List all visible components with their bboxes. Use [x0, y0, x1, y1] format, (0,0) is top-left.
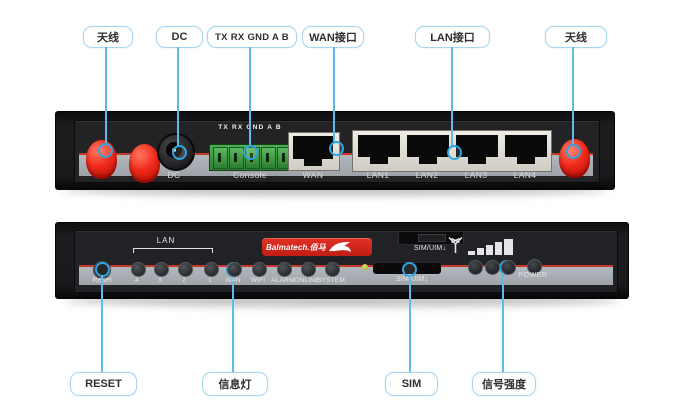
signal-bar-5	[504, 239, 513, 255]
console-pin-slot-4	[282, 153, 285, 162]
lan-port-opening-3	[505, 135, 547, 157]
lan-port-notch-2	[468, 157, 486, 164]
status-led-system	[324, 261, 340, 277]
signal-bar-2	[477, 248, 484, 255]
dc-port-label: DC	[167, 170, 181, 180]
power-label: POWER	[518, 272, 548, 279]
console-pin-1	[229, 147, 244, 169]
brand-logo-text: Balmatech.佰马	[266, 242, 326, 252]
console-pin-slot-3	[266, 153, 269, 162]
lan-port-opening-0	[358, 135, 400, 157]
callout-line-top-2	[249, 47, 251, 146]
brand-logo: Balmatech.佰马	[262, 238, 372, 256]
status-led-1	[203, 261, 219, 277]
status-led-4	[130, 261, 146, 277]
status-led-label-2: 2	[182, 277, 186, 284]
lan-port-notch-0	[370, 157, 388, 164]
status-led-label-online: ONLINE	[294, 277, 320, 284]
status-led-label-wan: WAN	[225, 277, 241, 284]
callout-circle-top-2	[243, 145, 258, 160]
callout-line-top-1	[177, 47, 179, 146]
callout-label-bottom-2: SIM	[385, 372, 438, 396]
sim-slot-top-tray	[418, 234, 446, 242]
console-pin-slot-0	[218, 153, 221, 162]
status-led-label-system: SYSTEM	[317, 277, 345, 284]
lan-port-label-3: LAN4	[513, 170, 537, 180]
callout-circle-top-4	[447, 145, 462, 160]
wan-port-notch	[304, 159, 322, 166]
callout-label-bottom-0: RESET	[70, 372, 137, 396]
status-led-online	[300, 261, 316, 277]
lan-port-label-1: LAN2	[415, 170, 439, 180]
sim-slot-bottom-label: SIM/UIM↓	[395, 276, 429, 283]
callout-line-bottom-1	[232, 275, 234, 372]
power-led	[527, 259, 542, 274]
lan-group-bracket	[133, 248, 213, 253]
status-led-2	[177, 261, 193, 277]
antenna-symbol-icon	[448, 236, 463, 253]
wan-port-label: WAN	[302, 170, 324, 180]
callout-label-top-3: WAN接口	[302, 26, 364, 48]
callout-line-top-4	[451, 47, 453, 146]
status-led-label-wifi: WIFI	[250, 277, 266, 284]
callout-line-bottom-3	[502, 273, 504, 372]
callout-circle-top-0	[98, 143, 113, 158]
status-led-label-3: 3	[158, 277, 162, 284]
router-front-panel	[55, 222, 629, 299]
horse-swoosh-icon	[328, 242, 351, 252]
lan-port-label-0: LAN1	[366, 170, 390, 180]
callout-label-top-4: LAN接口	[415, 26, 490, 48]
callout-label-bottom-3: 信号强度	[472, 372, 536, 396]
antenna-connector-left-2	[129, 144, 160, 183]
console-pin-3	[261, 147, 276, 169]
lan-port-notch-3	[517, 157, 535, 164]
console-port-label: Console	[233, 170, 267, 180]
lan-port-notch-1	[419, 157, 437, 164]
callout-label-top-2: TX RX GND A B	[207, 26, 297, 48]
status-led-label-1: 1	[208, 277, 212, 284]
signal-bar-4	[495, 242, 502, 255]
callout-circle-top-5	[566, 144, 581, 159]
lan-port-label-2: LAN3	[464, 170, 488, 180]
wan-port	[288, 132, 340, 171]
callout-circle-top-1	[172, 145, 187, 160]
status-led-3	[153, 261, 169, 277]
signal-bar-3	[486, 245, 493, 255]
front-panel-red-line	[79, 265, 613, 267]
signal-strength-led-2	[484, 259, 500, 275]
wan-port-opening	[293, 136, 333, 159]
lan-group-label: LAN	[156, 236, 176, 245]
status-led-alarm	[276, 261, 292, 277]
status-led-label-4: 4	[135, 277, 139, 284]
callout-label-top-1: DC	[156, 26, 203, 48]
sim-slot-top-label: SIM/UIM↓	[413, 245, 447, 252]
console-pin-0	[213, 147, 228, 169]
callout-line-top-0	[105, 47, 107, 144]
lan-port-opening-1	[407, 135, 449, 157]
callout-label-top-0: 天线	[83, 26, 133, 48]
signal-bar-1	[468, 251, 475, 255]
status-led-label-alarm: ALARM	[271, 277, 295, 284]
callout-line-bottom-0	[101, 275, 103, 372]
signal-strength-led-3	[500, 259, 516, 275]
callout-label-top-5: 天线	[545, 26, 607, 48]
callout-line-top-3	[333, 47, 335, 142]
yellow-indicator-dot	[362, 264, 368, 270]
console-pin-slot-1	[234, 153, 237, 162]
signal-strength-led-1	[467, 259, 483, 275]
callout-circle-top-3	[329, 141, 344, 156]
callout-label-bottom-1: 信息灯	[202, 372, 268, 396]
callout-line-bottom-2	[409, 275, 411, 372]
status-led-wan	[226, 261, 242, 277]
status-led-wifi	[251, 261, 267, 277]
sim-slot-top-graphic	[398, 231, 464, 245]
callout-line-top-5	[572, 47, 574, 145]
lan-port-opening-2	[456, 135, 498, 157]
